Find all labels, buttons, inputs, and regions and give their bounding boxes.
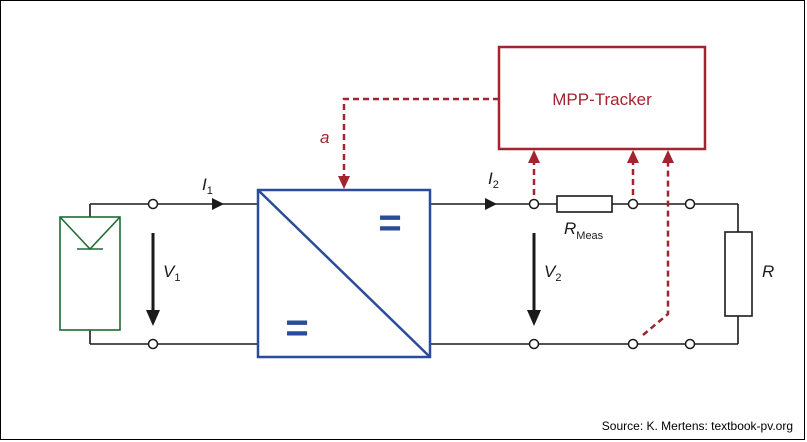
source-caption: Source: K. Mertens: textbook-pv.org [601,419,793,433]
shunt-resistor [556,195,613,213]
terminal [147,198,159,210]
voltage-in-label: V1 [163,262,180,284]
terminals [147,198,696,350]
terminal [627,338,639,350]
terminal [528,338,540,350]
measure-arrowhead [627,150,639,163]
dc-dc-converter [256,188,432,359]
current-arrow-in [212,198,224,210]
voltage-arrow-in [146,233,160,326]
current-out-label: I2 [488,169,499,191]
terminal [528,198,540,210]
shunt-resistor-label: RMeas [564,219,604,242]
control-label: a [320,128,329,147]
measure-arrowhead [528,150,540,163]
voltage-arrow-out [527,233,541,326]
control-signal-line [342,97,499,178]
control-arrowheads [338,150,674,189]
terminal [147,338,159,350]
load-resistor [724,231,753,317]
voltage-out-label: V2 [544,262,561,284]
terminal [684,198,696,210]
mpp-tracker-label: MPP-Tracker [552,90,652,109]
pv-module [59,216,121,331]
terminal [627,198,639,210]
load-resistor-label: R [762,262,774,281]
current-arrow-out [485,198,497,210]
control-arrowhead [338,176,350,189]
measure-arrowhead [662,150,674,163]
converter-sign-out: = [378,201,401,245]
converter-sign-in: = [285,306,308,350]
mpp-tracker-box [497,45,707,151]
measure-line-3 [642,163,670,336]
terminal [684,338,696,350]
current-in-label: I1 [202,175,213,197]
control-lines [342,97,670,336]
